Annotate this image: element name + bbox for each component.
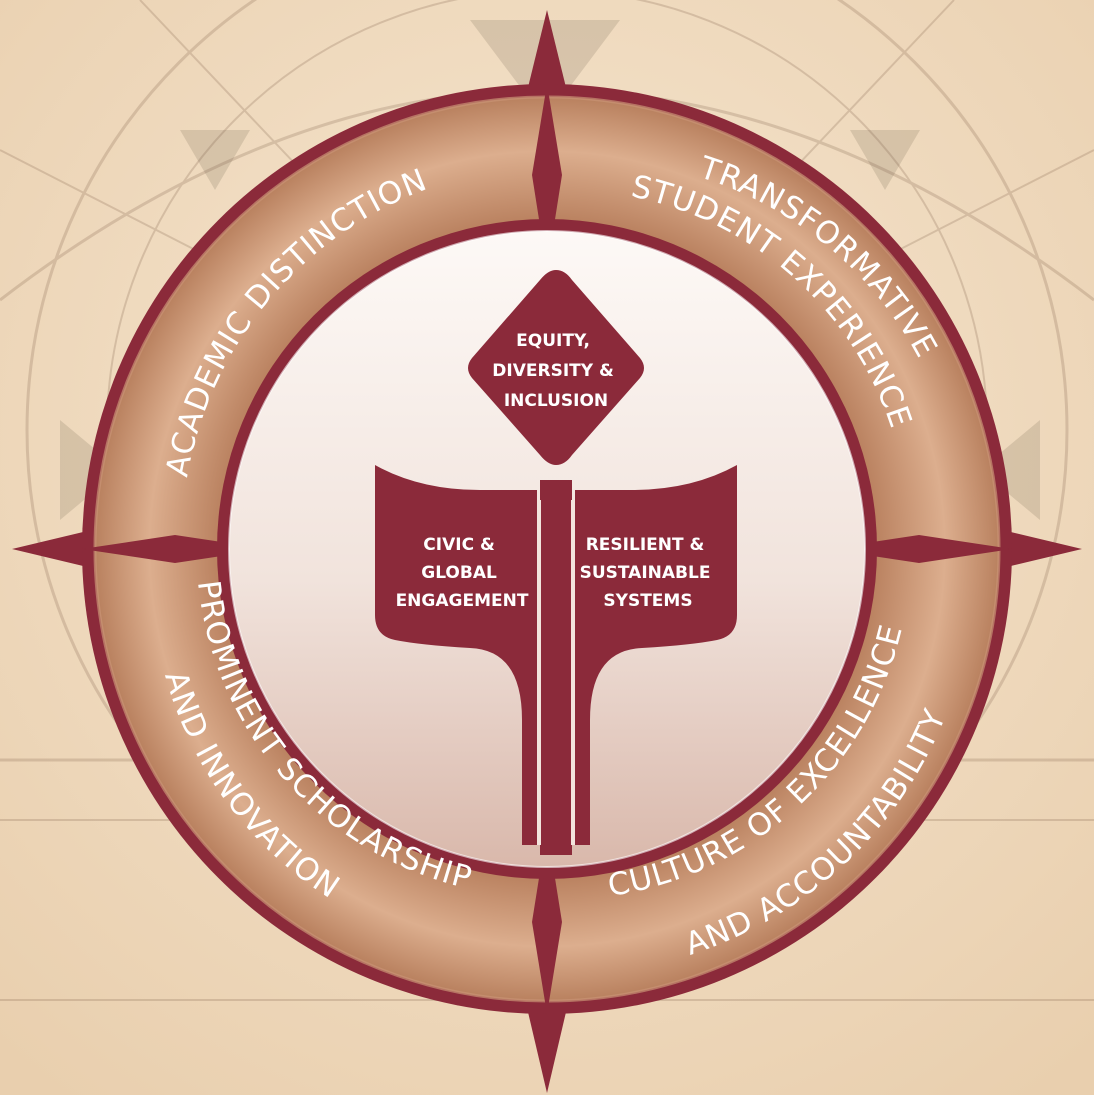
left-leaf-label: CIVIC & GLOBAL ENGAGEMENT bbox=[396, 535, 529, 611]
right-leaf bbox=[575, 465, 737, 845]
left-leaf-line-2: GLOBAL bbox=[421, 563, 497, 583]
stem-gaps bbox=[537, 500, 575, 845]
right-leaf-line-3: SYSTEMS bbox=[603, 591, 692, 611]
left-leaf-line-1: CIVIC & bbox=[423, 535, 495, 555]
center-plant bbox=[375, 270, 737, 855]
diamond-label: EQUITY, DIVERSITY & INCLUSION bbox=[492, 331, 619, 411]
stem bbox=[540, 480, 572, 855]
diamond-shape bbox=[468, 270, 644, 465]
right-leaf-line-2: SUSTAINABLE bbox=[580, 563, 711, 583]
left-leaf bbox=[375, 465, 537, 845]
diamond-line-3: INCLUSION bbox=[504, 391, 608, 411]
left-leaf-line-3: ENGAGEMENT bbox=[396, 591, 529, 611]
right-leaf-label: RESILIENT & SUSTAINABLE SYSTEMS bbox=[580, 535, 717, 611]
diamond-line-1: EQUITY, bbox=[516, 331, 590, 351]
diamond-line-2: DIVERSITY & bbox=[492, 361, 614, 381]
right-leaf-line-1: RESILIENT & bbox=[586, 535, 705, 555]
